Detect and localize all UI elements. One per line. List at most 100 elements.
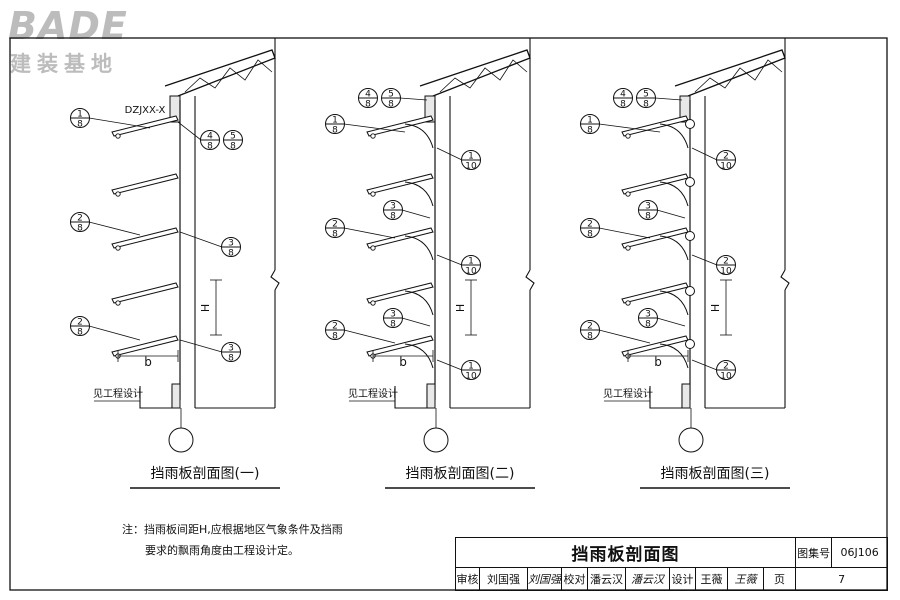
detail-reference-symbol: 38 xyxy=(383,308,403,330)
detail-reference-symbol: 38 xyxy=(221,237,241,259)
leader-line xyxy=(656,209,686,219)
reference-sheet-number: 10 xyxy=(465,162,477,172)
curved-bracket xyxy=(404,235,434,261)
leader-line xyxy=(598,123,661,133)
leader-line xyxy=(691,147,718,161)
reference-detail-number: 2 xyxy=(332,322,338,332)
reference-detail-number: 1 xyxy=(468,362,474,372)
blade-drip-edge xyxy=(115,191,121,197)
tube-support xyxy=(685,177,695,187)
reference-sheet-number: 8 xyxy=(587,230,593,240)
reference-sheet-number: 8 xyxy=(77,120,83,130)
leader-line xyxy=(401,317,431,327)
blade-profile xyxy=(621,227,689,249)
rain-shield-blade xyxy=(366,115,434,149)
detail-reference-symbol: 48 xyxy=(613,88,633,110)
roof-truss xyxy=(419,49,531,97)
reference-detail-number: 4 xyxy=(620,90,626,100)
rain-shield-blade xyxy=(111,227,179,251)
reviewer-name: 刘国强 xyxy=(479,567,528,591)
detail-reference-symbol: 58 xyxy=(381,88,401,110)
blade-drip-edge xyxy=(115,300,121,306)
break-mark xyxy=(270,269,280,291)
reference-detail-number: 3 xyxy=(228,239,234,249)
blade-profile xyxy=(111,227,179,249)
leader-line xyxy=(399,97,428,101)
leader-line xyxy=(88,325,141,341)
leader-line xyxy=(691,359,718,371)
reference-detail-number: 5 xyxy=(230,132,236,142)
rain-shield-blade xyxy=(621,173,695,207)
page-label: 页 xyxy=(762,567,797,591)
blade-profile xyxy=(111,282,179,304)
reference-sheet-number: 8 xyxy=(332,230,338,240)
tube-support xyxy=(685,119,695,129)
see-design-label: 见工程设计 xyxy=(93,387,143,400)
truss-web xyxy=(184,59,273,93)
reference-sheet-number: 8 xyxy=(228,249,234,259)
reference-detail-number: 2 xyxy=(723,152,729,162)
detail-reference-symbol: 28 xyxy=(70,316,90,338)
reference-detail-number: 1 xyxy=(587,116,593,126)
blade-drip-edge xyxy=(370,133,376,139)
detail-reference-symbol: 28 xyxy=(580,320,600,342)
detail-reference-symbol: 38 xyxy=(638,200,658,222)
reference-sheet-number: 8 xyxy=(645,212,651,222)
rain-shield-blade xyxy=(621,282,695,316)
reference-detail-number: 3 xyxy=(390,310,396,320)
leader-line xyxy=(598,329,651,344)
dimension-b-label: b xyxy=(399,355,407,369)
blade-profile xyxy=(621,173,689,195)
rain-shield-blade xyxy=(111,173,179,197)
rain-shield-blade xyxy=(366,173,434,207)
detail-reference-symbol: 210 xyxy=(716,150,736,172)
note-line-1: 注：挡雨板间距H,应根据地区气象条件及挡雨 xyxy=(122,523,343,536)
component-code-label: DZJXX-X xyxy=(125,105,166,116)
truss-web xyxy=(439,59,528,93)
detail-reference-symbol: 210 xyxy=(716,255,736,277)
checker-signature: 潘云汉 xyxy=(625,567,670,591)
section-panels: Hb见工程设计挡雨板剖面图(一)DZJXX-X18485828382838Hb见… xyxy=(70,38,790,489)
reference-sheet-number: 10 xyxy=(720,162,732,172)
bottom-gutter xyxy=(139,386,173,409)
leader-line xyxy=(343,329,396,344)
roof-truss xyxy=(674,49,786,97)
blade-drip-edge xyxy=(370,300,376,306)
bottom-fascia xyxy=(426,383,436,409)
section-caption: 挡雨板剖面图(三) xyxy=(661,466,770,482)
dimension-h-label: H xyxy=(709,304,722,312)
blade-drip-edge xyxy=(625,300,631,306)
reference-sheet-number: 8 xyxy=(230,142,236,152)
tube-support xyxy=(685,286,695,296)
break-mark xyxy=(525,269,535,291)
reference-sheet-number: 8 xyxy=(365,100,371,110)
reference-sheet-number: 10 xyxy=(720,372,732,382)
blade-profile xyxy=(621,335,689,357)
detail-reference-symbol: 28 xyxy=(70,212,90,234)
reference-detail-number: 3 xyxy=(390,202,396,212)
leader-line xyxy=(179,339,223,353)
blade-profile xyxy=(366,115,434,137)
leader-line xyxy=(343,123,406,133)
reference-sheet-number: 8 xyxy=(228,354,234,364)
axis-bubble xyxy=(678,427,704,453)
design-note: 注：挡雨板间距H,应根据地区气象条件及挡雨 要求的飘雨角度由工程设计定。 xyxy=(122,519,343,561)
blade-drip-edge xyxy=(370,191,376,197)
detail-reference-symbol: 38 xyxy=(221,342,241,364)
detail-reference-symbol: 110 xyxy=(461,150,481,172)
detail-reference-symbol: 38 xyxy=(383,200,403,222)
reference-detail-number: 1 xyxy=(77,110,83,120)
leader-line xyxy=(88,221,141,236)
curved-bracket xyxy=(659,235,689,261)
blade-profile xyxy=(621,282,689,304)
reference-detail-number: 5 xyxy=(388,90,394,100)
reference-sheet-number: 8 xyxy=(388,100,394,110)
truss-web xyxy=(694,59,783,93)
logo-subtitle: 建装基地 xyxy=(10,52,118,76)
check-label: 校对 xyxy=(561,567,588,591)
checker-name: 潘云汉 xyxy=(587,567,626,591)
rain-shield-blade xyxy=(111,282,179,306)
